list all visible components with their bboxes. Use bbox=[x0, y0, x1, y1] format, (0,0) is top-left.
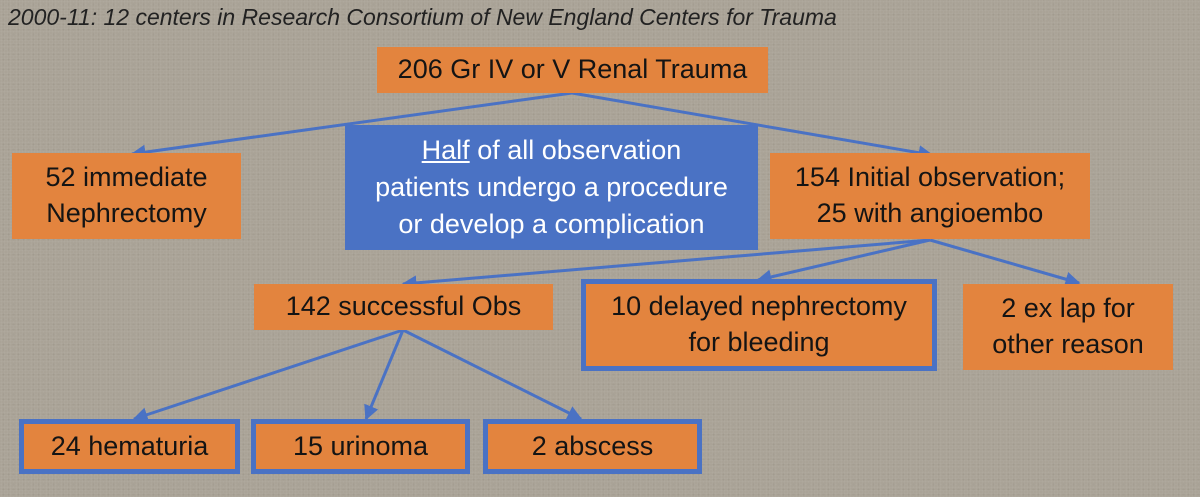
node-exlap-line2: other reason bbox=[992, 329, 1144, 359]
callout-line2: patients undergo a procedure bbox=[375, 172, 728, 203]
callout-line1: Half of all observation bbox=[375, 132, 728, 169]
node-urinoma-label: 15 urinoma bbox=[292, 430, 429, 461]
node-initial-observation: 154 Initial observation; 25 with angioem… bbox=[770, 153, 1090, 239]
arrow-successful-to-urinoma bbox=[364, 329, 405, 421]
node-observation-line2: 25 with angioembo bbox=[816, 198, 1044, 228]
callout-box: Half of all observation patients undergo… bbox=[345, 125, 758, 250]
node-delayed-line2: for bleeding bbox=[688, 327, 830, 357]
node-successful-obs: 142 successful Obs bbox=[254, 284, 553, 330]
node-ex-lap: 2 ex lap for other reason bbox=[963, 284, 1173, 370]
figure-subtitle: 2000-11: 12 centers in Research Consorti… bbox=[8, 4, 837, 30]
callout-line1-rest: of all observation bbox=[469, 135, 682, 166]
node-urinoma: 15 urinoma bbox=[251, 419, 470, 474]
node-exlap-line1: 2 ex lap for bbox=[1001, 293, 1135, 324]
arrow-successful-to-abscess bbox=[402, 328, 583, 421]
arrow-root-to-observation bbox=[571, 91, 934, 161]
node-abscess: 2 abscess bbox=[483, 419, 702, 474]
node-delayed-line1: 10 delayed nephrectomy bbox=[611, 291, 907, 322]
arrow-successful-to-hematuria bbox=[132, 328, 404, 422]
callout-underlined-word: Half bbox=[421, 135, 470, 166]
node-root: 206 Gr IV or V Renal Trauma bbox=[377, 47, 768, 93]
node-successful-obs-label: 142 successful Obs bbox=[285, 291, 522, 322]
node-immediate-nephrectomy: 52 immediate Nephrectomy bbox=[12, 153, 241, 239]
arrow-observation-to-successful bbox=[401, 238, 931, 291]
node-hematuria: 24 hematuria bbox=[19, 419, 240, 474]
node-abscess-label: 2 abscess bbox=[531, 430, 654, 461]
arrow-observation-to-delayed bbox=[756, 238, 931, 285]
node-observation-line1: 154 Initial observation; bbox=[794, 162, 1066, 193]
node-immediate-line2: Nephrectomy bbox=[46, 198, 207, 228]
node-delayed-nephrectomy: 10 delayed nephrectomy for bleeding bbox=[581, 279, 937, 371]
node-immediate-line1: 52 immediate bbox=[45, 162, 208, 193]
arrow-observation-to-exlap bbox=[929, 238, 1081, 287]
arrow-root-to-immediate bbox=[130, 91, 573, 160]
node-root-label: 206 Gr IV or V Renal Trauma bbox=[397, 54, 748, 85]
node-hematuria-label: 24 hematuria bbox=[50, 430, 209, 461]
callout-line3: or develop a complication bbox=[398, 208, 705, 239]
